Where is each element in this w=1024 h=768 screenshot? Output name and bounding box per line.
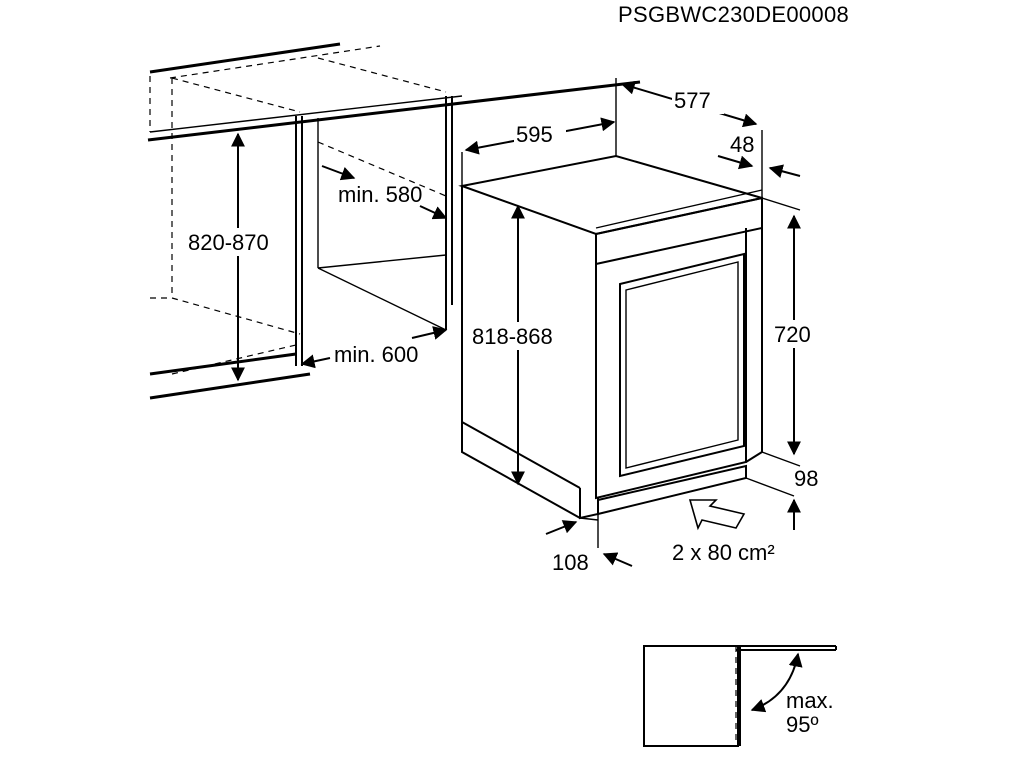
dim-cabinet-depth: 577	[615, 78, 763, 198]
niche-height-label: 820-870	[188, 230, 269, 255]
top-offset-label: 48	[730, 132, 754, 157]
worktop-back-edge	[149, 42, 341, 74]
document-code: PSGBWC230DE00008	[618, 2, 849, 27]
ventilation-label: 2 x 80 cm²	[672, 540, 775, 565]
kitchen-niche	[147, 42, 641, 400]
dim-door-height: 720	[761, 197, 822, 456]
dim-appliance-height: 818-868	[470, 204, 568, 486]
worktop-front-edge	[147, 80, 641, 142]
ventilation-arrow-icon	[688, 499, 746, 531]
appliance-height-label: 818-868	[472, 324, 553, 349]
niche-width-min-label: min. 600	[334, 342, 418, 367]
plinth-height-label: 98	[794, 466, 818, 491]
floor-line-front	[149, 352, 297, 376]
door-opening-diagram	[643, 645, 837, 747]
plinth-depth-label: 108	[552, 550, 589, 575]
dim-niche-width-min: min. 600	[300, 326, 448, 369]
cabinet-width-label: 595	[516, 122, 553, 147]
appliance	[458, 154, 763, 521]
niche-depth-min-label: min. 580	[338, 182, 422, 207]
dim-plinth-height: 98	[745, 451, 818, 530]
dim-plinth-depth: 108	[545, 520, 633, 575]
dim-niche-height: 820-870	[186, 132, 282, 382]
cabinet-depth-label: 577	[674, 88, 711, 113]
door-height-label: 720	[774, 322, 811, 347]
door-opening-label-line1: max.	[786, 688, 834, 713]
dim-cabinet-width: 595	[461, 117, 616, 186]
dim-niche-depth-min: min. 580	[321, 165, 448, 220]
dim-top-offset: 48	[717, 132, 801, 179]
door-opening-label-line2: 95º	[786, 712, 819, 737]
